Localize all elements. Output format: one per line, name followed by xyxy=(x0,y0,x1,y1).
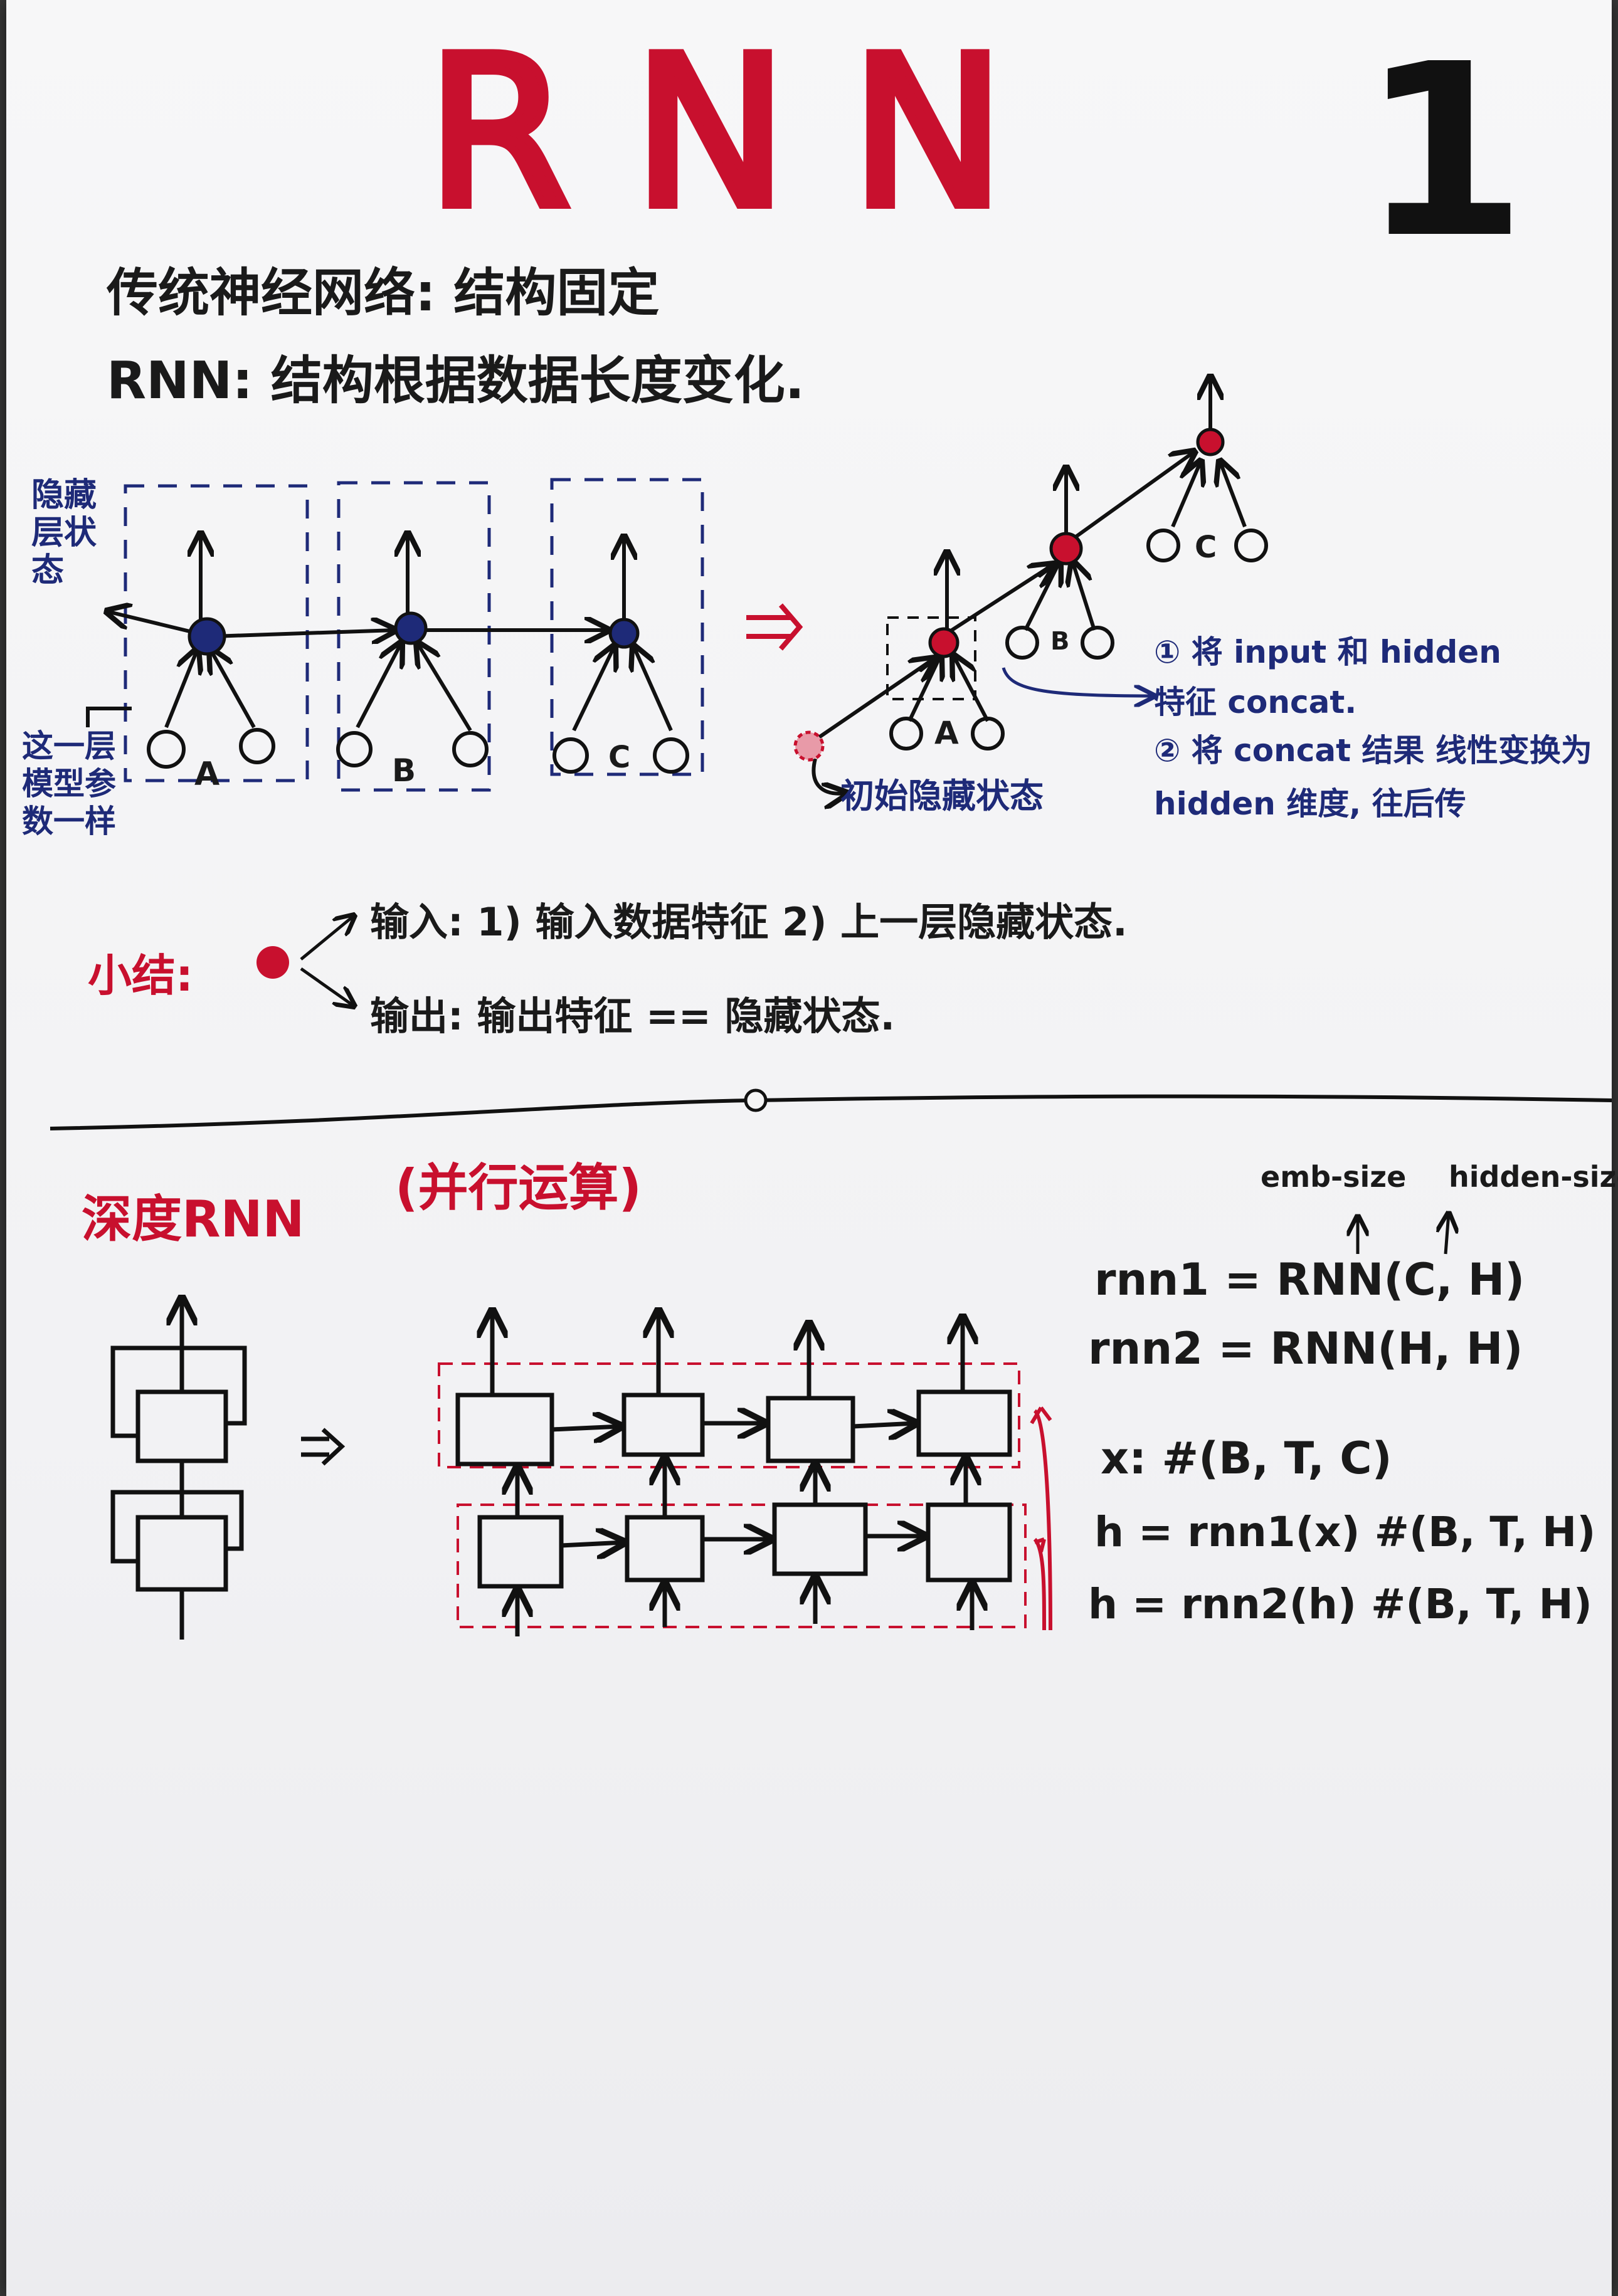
code-line-3: x: #(B, T, C) xyxy=(1101,1433,1392,1484)
tree-input-c: C xyxy=(1195,530,1217,565)
note-pointer xyxy=(1002,667,1154,696)
tree-rnn-diagram xyxy=(812,376,1268,794)
tree-note-1: ① 将 input 和 hidden 特征 concat. xyxy=(1154,634,1501,720)
section-divider xyxy=(50,1094,1612,1130)
summary-label: 小结: xyxy=(88,950,193,1001)
deep-rnn-folded xyxy=(110,1298,247,1640)
summary-red-node xyxy=(256,946,289,979)
transform-arrow xyxy=(746,603,803,651)
unroll-input-b: B xyxy=(392,752,416,789)
hidden-state-label: 隐藏层状态 xyxy=(31,477,97,589)
layer-brackets xyxy=(1030,1406,1052,1631)
code-line-1: rnn1 = RNN(C, H) xyxy=(1094,1254,1525,1305)
intro-line-2: RNN: 结构根据数据长度变化. xyxy=(107,351,805,411)
unroll-box-b xyxy=(337,481,491,792)
unroll-input-c: C xyxy=(608,740,631,775)
unrolled-rnn-diagram xyxy=(86,478,704,792)
hidden-node-b xyxy=(394,611,428,645)
unroll-input-a: A xyxy=(194,756,220,793)
tree-node-2 xyxy=(1049,532,1083,566)
shared-params-label: 这一层模型参数一样 xyxy=(22,728,116,840)
intro-line-1: 传统神经网络: 结构固定 xyxy=(107,263,660,323)
summary-input: 输入: 1) 输入数据特征 2) 上一层隐藏状态. xyxy=(370,899,1128,945)
paper-sheet: RNN 1 传统神经网络: 结构固定 RNN: 结构根据数据长度变化. xyxy=(6,0,1618,2296)
init-state-label: 初始隐藏状态 xyxy=(840,776,1044,816)
deep-rnn-title: 深度RNN xyxy=(82,1190,305,1248)
sketch-layer xyxy=(50,0,1612,1640)
recurrent-arrow-ab xyxy=(213,630,395,636)
hidden-out-arrow xyxy=(107,611,198,635)
summary-output: 输出: 输出特征 == 隐藏状态. xyxy=(370,993,896,1039)
tree-node-1 xyxy=(928,627,960,658)
unroll-box-c xyxy=(550,478,704,776)
tree-input-b: B xyxy=(1050,627,1070,656)
init-hidden-node xyxy=(793,730,825,762)
page-number: 1 xyxy=(1361,13,1527,290)
tree-input-a: A xyxy=(934,715,959,751)
shared-params-pointer xyxy=(86,707,132,727)
page-title: RNN xyxy=(422,8,1069,258)
emb-size-label: emb-size xyxy=(1261,1160,1407,1194)
tree-node-3 xyxy=(1196,428,1225,456)
code-line-5: h = rnn2(h) #(B, T, H) xyxy=(1088,1580,1592,1628)
code-line-4: h = rnn1(x) #(B, T, H) xyxy=(1094,1508,1596,1556)
deep-arrow xyxy=(301,1428,346,1466)
deep-rnn-unrolled xyxy=(438,1310,1027,1636)
hidden-node-a xyxy=(188,617,226,656)
hidden-node-c xyxy=(608,618,640,649)
divider-knot xyxy=(744,1088,768,1112)
code-line-2: rnn2 = RNN(H, H) xyxy=(1088,1323,1523,1374)
tree-note-2: ② 将 concat 结果 线性变换为 hidden 维度, 往后传 xyxy=(1154,732,1592,822)
deep-rnn-subtitle: (并行运算) xyxy=(395,1159,642,1217)
hidden-size-label: hidden-size xyxy=(1449,1160,1618,1194)
